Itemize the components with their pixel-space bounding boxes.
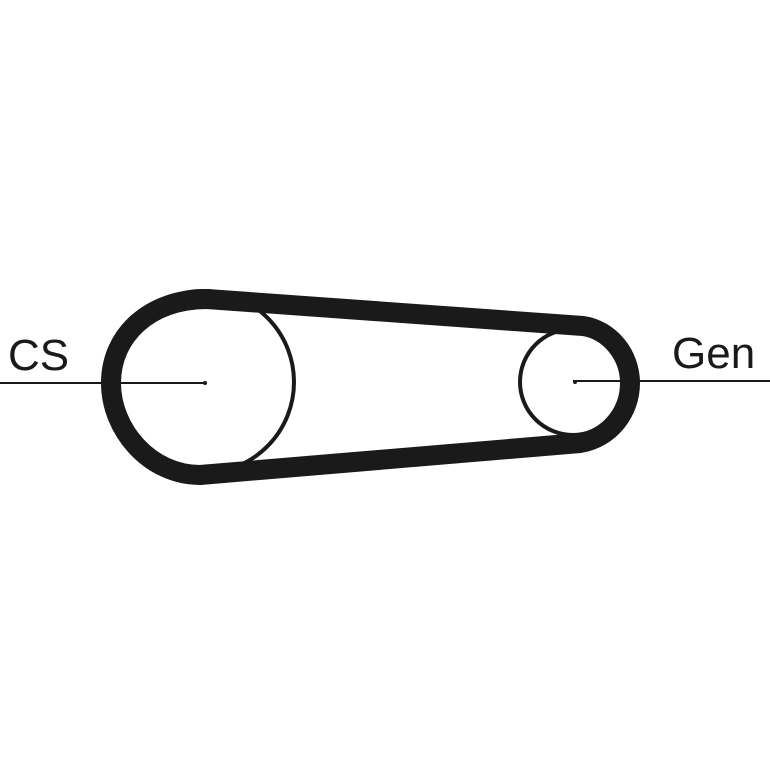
drive-belt [101, 289, 640, 485]
generator-label: Gen [672, 329, 755, 378]
crankshaft-label: CS [8, 331, 69, 380]
